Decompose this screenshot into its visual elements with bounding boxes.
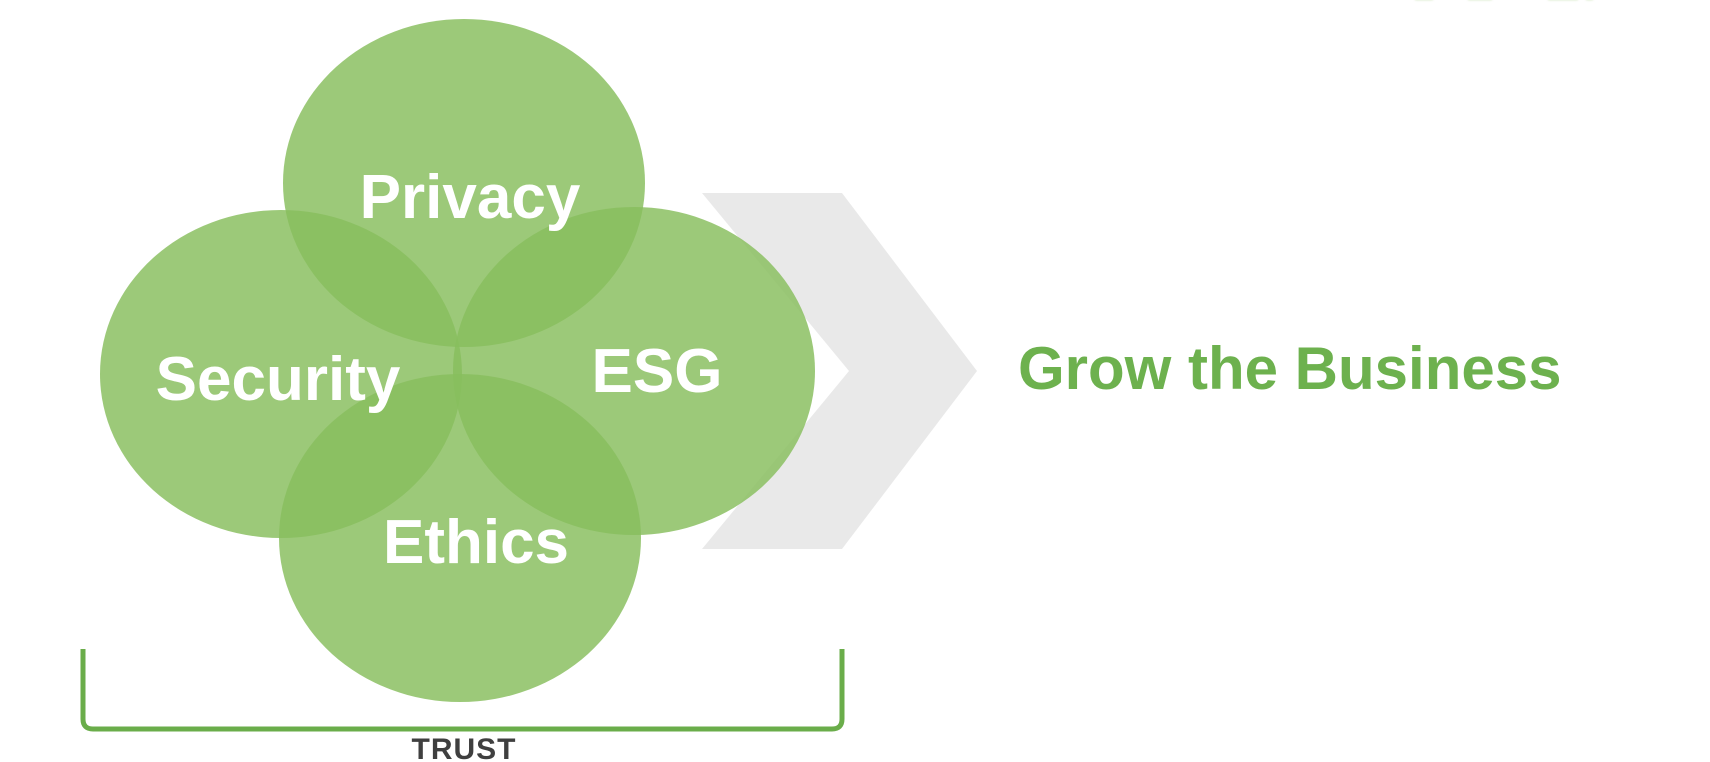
trust-caption: TRUST [411, 733, 517, 762]
circle-label-ethics: Ethics [382, 508, 570, 577]
trust-bracket [80, 649, 845, 732]
chevron-right-icon [702, 193, 977, 549]
outcome-heading: Grow the Business [1018, 335, 1562, 402]
circle-label-security: Security [155, 345, 401, 414]
circle-label-privacy: Privacy [359, 163, 581, 232]
circle-label-esg: ESG [591, 337, 723, 406]
circle-ethics [279, 374, 641, 702]
